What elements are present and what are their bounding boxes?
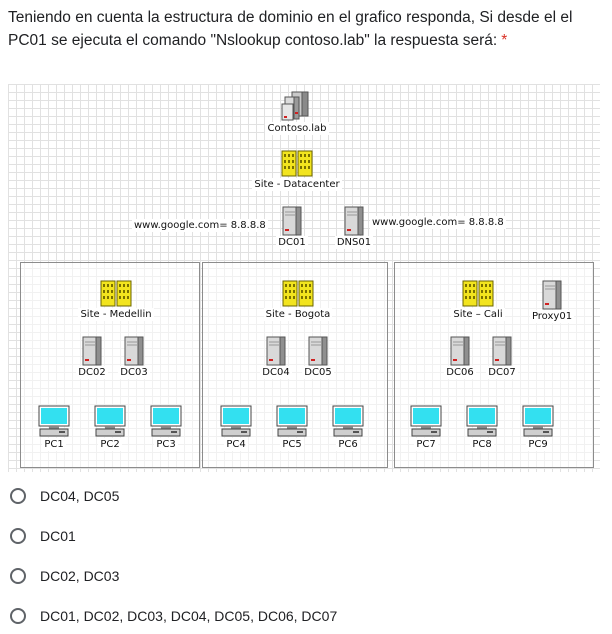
server-icon [542, 280, 562, 310]
pc-node: PC5 [272, 404, 312, 451]
server-icon [266, 336, 286, 366]
pc-icon [332, 405, 364, 437]
dc01-node: DC01 [272, 206, 312, 249]
pc-label: PC7 [414, 438, 438, 451]
pc-icon [150, 405, 182, 437]
dc-node: DC07 [482, 336, 522, 379]
question-body: Teniendo en cuenta la estructura de domi… [8, 9, 573, 49]
forest-label: Contoso.lab [265, 122, 329, 135]
required-marker: * [501, 32, 508, 49]
pc-node: PC9 [518, 404, 558, 451]
dc-label: DC03 [118, 366, 150, 379]
pc-label: PC4 [224, 438, 248, 451]
pc-label: PC9 [526, 438, 550, 451]
dc-label: DC02 [76, 366, 108, 379]
pc-node: PC2 [90, 404, 130, 451]
dc-node: DC05 [298, 336, 338, 379]
site-node-medellin: Site - Medellin [56, 278, 176, 321]
pc-node: PC7 [406, 404, 446, 451]
datacenter-node: Site - Datacenter [232, 148, 362, 191]
site-label: Site – Cali [451, 308, 505, 321]
dc-label: DC07 [486, 366, 518, 379]
site-label: Site - Bogota [263, 308, 333, 321]
server-icon [344, 206, 364, 236]
option-label: DC02, DC03 [40, 568, 120, 584]
server-icon [308, 336, 328, 366]
option-label: DC01 [40, 528, 76, 544]
radio-button[interactable] [10, 488, 26, 504]
proxy01-label: Proxy01 [529, 310, 575, 323]
domain-diagram: Contoso.lab Site - Datacenter www.google… [8, 84, 600, 472]
option-4[interactable]: DC01, DC02, DC03, DC04, DC05, DC06, DC07 [8, 608, 337, 624]
dc-node: DC02 [72, 336, 112, 379]
radio-button[interactable] [10, 528, 26, 544]
pc-icon [522, 405, 554, 437]
dc-node: DC03 [114, 336, 154, 379]
pc-node: PC3 [146, 404, 186, 451]
server-icon [82, 336, 102, 366]
pc-label: PC8 [470, 438, 494, 451]
pc-node: PC4 [216, 404, 256, 451]
dns01-node: DNS01 [334, 206, 374, 249]
option-1[interactable]: DC04, DC05 [8, 488, 119, 504]
pc-icon [466, 405, 498, 437]
site-building-icon [462, 280, 494, 307]
dc01-label: DC01 [276, 236, 308, 249]
forest-icon [281, 91, 309, 121]
pc-label: PC3 [154, 438, 178, 451]
pc-icon [38, 405, 70, 437]
dns01-label: DNS01 [334, 236, 374, 249]
option-2[interactable]: DC01 [8, 528, 76, 544]
server-icon [492, 336, 512, 366]
radio-button[interactable] [10, 608, 26, 624]
pc-label: PC5 [280, 438, 304, 451]
pc-node: PC1 [34, 404, 74, 451]
server-icon [450, 336, 470, 366]
pc-icon [276, 405, 308, 437]
server-icon [124, 336, 144, 366]
pc-label: PC1 [42, 438, 66, 451]
site-label: Site - Medellin [78, 308, 154, 321]
datacenter-label: Site - Datacenter [252, 178, 342, 191]
forest-node: Contoso.lab [252, 90, 342, 135]
dc-label: DC05 [302, 366, 334, 379]
pc-label: PC2 [98, 438, 122, 451]
pc-node: PC8 [462, 404, 502, 451]
proxy01-node: Proxy01 [524, 280, 580, 323]
pc-icon [410, 405, 442, 437]
radio-button[interactable] [10, 568, 26, 584]
option-label: DC04, DC05 [40, 488, 120, 504]
question-text: Teniendo en cuenta la estructura de domi… [8, 6, 604, 52]
dc-label: DC06 [444, 366, 476, 379]
option-label: DC01, DC02, DC03, DC04, DC05, DC06, DC07 [40, 608, 338, 624]
dc-label: DC04 [260, 366, 292, 379]
server-icon [282, 206, 302, 236]
dc-node: DC04 [256, 336, 296, 379]
site-building-icon [282, 280, 314, 307]
dc-node: DC06 [440, 336, 480, 379]
dns01-dns-note: www.google.com= 8.8.8.8 [370, 216, 506, 229]
pc-icon [94, 405, 126, 437]
pc-node: PC6 [328, 404, 368, 451]
pc-label: PC6 [336, 438, 360, 451]
site-node-bogota: Site - Bogota [238, 278, 358, 321]
option-3[interactable]: DC02, DC03 [8, 568, 119, 584]
dc01-dns-note: www.google.com= 8.8.8.8 [132, 219, 268, 232]
site-node-cali: Site – Cali [428, 278, 528, 321]
pc-icon [220, 405, 252, 437]
site-building-icon [100, 280, 132, 307]
site-building-icon [281, 150, 313, 177]
